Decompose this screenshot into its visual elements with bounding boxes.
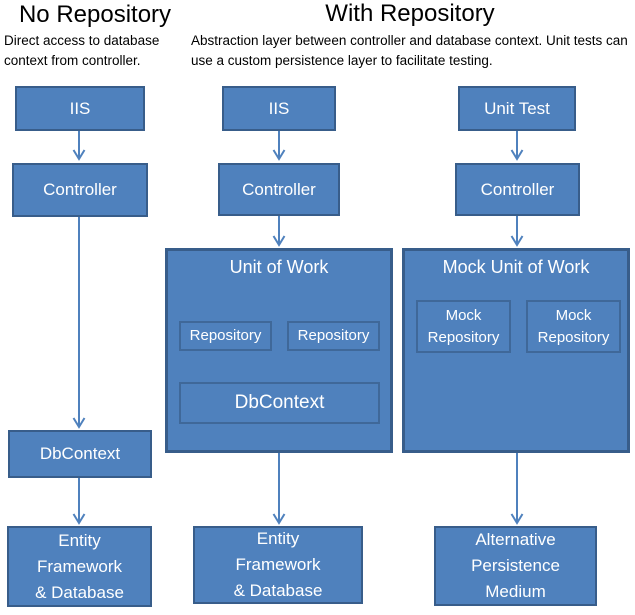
mock-repo-line: Repository	[427, 328, 500, 346]
node-dbcontext-left: DbContext	[8, 430, 152, 478]
storage-line: Framework	[235, 555, 321, 574]
mock-repo-line: Repository	[537, 328, 610, 346]
node-controller-right: Controller	[455, 163, 580, 216]
node-entity-framework-left: Entity Framework & Database	[7, 526, 152, 607]
mock-unit-of-work-title: Mock Unit of Work	[442, 257, 590, 277]
node-alternative-persistence: Alternative Persistence Medium	[434, 526, 597, 606]
mock-repo-line: Mock	[445, 306, 482, 324]
node-repository-1: Repository	[179, 321, 272, 351]
no-repository-heading: No Repository	[18, 1, 172, 28]
node-iis-left: IIS	[15, 86, 145, 131]
storage-line: Alternative	[475, 530, 556, 549]
storage-line: & Database	[35, 582, 124, 602]
node-repository-2: Repository	[287, 321, 380, 351]
storage-line: Persistence	[471, 556, 560, 575]
node-mock-repository-2: Mock Repository	[526, 300, 621, 353]
storage-line: Framework	[36, 556, 122, 576]
node-iis-middle: IIS	[222, 86, 336, 131]
storage-line: Medium	[485, 582, 546, 601]
storage-line: Entity	[58, 530, 101, 550]
unit-of-work-title: Unit of Work	[229, 257, 329, 277]
node-unit-of-work: Unit of Work Repository Repository DbCon…	[165, 248, 393, 453]
node-controller-middle: Controller	[218, 163, 340, 216]
node-mock-unit-of-work: Mock Unit of Work Mock Repository Mock R…	[402, 248, 630, 453]
with-repository-heading: With Repository	[325, 0, 495, 27]
mock-repo-line: Mock	[555, 306, 592, 324]
with-repository-subtitle: Abstraction layer between controller and…	[191, 33, 628, 68]
node-dbcontext-inner: DbContext	[179, 382, 380, 424]
no-repository-subtitle: Direct access to database context from c…	[4, 33, 160, 68]
node-entity-framework-middle: Entity Framework & Database	[193, 526, 363, 604]
storage-line: Entity	[256, 529, 300, 548]
node-mock-repository-1: Mock Repository	[416, 300, 511, 353]
node-controller-left: Controller	[12, 163, 148, 217]
node-unit-test: Unit Test	[458, 86, 576, 131]
storage-line: & Database	[233, 581, 323, 600]
